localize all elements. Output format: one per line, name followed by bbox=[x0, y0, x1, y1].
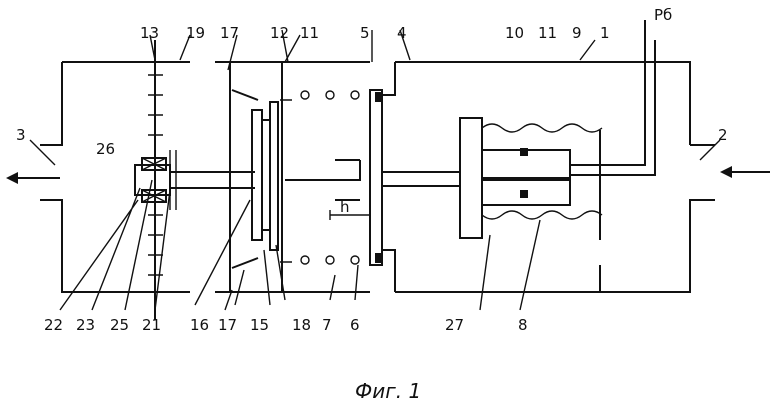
gear-rack-left bbox=[148, 40, 163, 320]
label-21: 21 bbox=[142, 316, 161, 334]
label-2: 2 bbox=[718, 126, 728, 144]
label-10: 10 bbox=[505, 24, 524, 42]
label-23: 23 bbox=[76, 316, 95, 334]
figure-caption: Фиг. 1 bbox=[355, 379, 421, 403]
label-5: 5 bbox=[360, 24, 370, 42]
label-26: 26 bbox=[96, 140, 115, 158]
label-4: 4 bbox=[397, 24, 407, 42]
h-label: h bbox=[340, 198, 350, 216]
shaft-19 bbox=[135, 150, 255, 210]
label-17: 17 bbox=[218, 316, 237, 334]
label-14: 13 bbox=[140, 24, 159, 42]
label-6: 6 bbox=[350, 316, 360, 334]
plate-assembly-21 bbox=[232, 90, 278, 268]
label-15: 15 bbox=[250, 316, 269, 334]
pressure-label: Pб bbox=[654, 6, 672, 24]
label-18: 18 bbox=[292, 316, 311, 334]
label-3: 3 bbox=[16, 126, 26, 144]
label-22: 22 bbox=[44, 316, 63, 334]
label-1: 1 bbox=[600, 24, 610, 42]
bellows-unit bbox=[460, 30, 655, 292]
leader-lines bbox=[30, 30, 720, 310]
label-11: 11 bbox=[538, 24, 557, 42]
label-12: 11 bbox=[300, 24, 319, 42]
label-13: 12 bbox=[270, 24, 289, 42]
label-24: 19 bbox=[186, 24, 205, 42]
dimension-h bbox=[330, 210, 370, 220]
label-27: 27 bbox=[445, 316, 464, 334]
label-16: 16 bbox=[190, 316, 209, 334]
label-25: 25 bbox=[110, 316, 129, 334]
label-8: 8 bbox=[518, 316, 528, 334]
label-7: 7 bbox=[322, 316, 332, 334]
label-9: 9 bbox=[572, 24, 582, 42]
piston-5 bbox=[370, 62, 460, 292]
label-19: 17 bbox=[220, 24, 239, 42]
